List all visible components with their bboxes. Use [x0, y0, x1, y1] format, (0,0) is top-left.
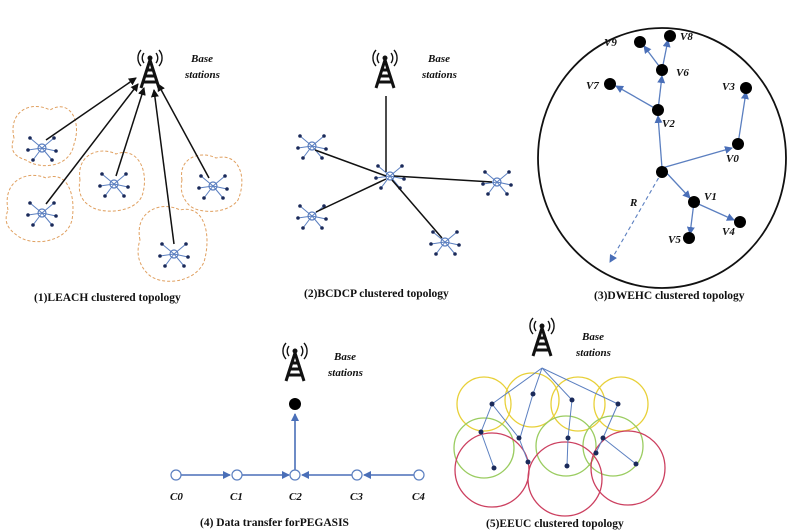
node-label-v0: V0 [726, 153, 739, 165]
node-label-c3: C3 [350, 491, 363, 503]
node-label-v9: V9 [604, 37, 617, 49]
dwehc-node-labels: V0 V1 V2 V3 V4 V5 V6 V7 V8 V9 [586, 31, 739, 246]
node-label-c1: C1 [230, 491, 243, 503]
pegasis-panel: Base stations C0 C1 C2 C3 C4 (4) Data tr… [170, 341, 425, 529]
base-station-icon [371, 48, 399, 90]
node-label-v3: V3 [722, 81, 735, 93]
eeuc-bs-label-1: Base [581, 331, 604, 343]
dwehc-range-circle [537, 27, 787, 289]
leach-cluster-heads [25, 135, 230, 269]
leach-caption: (1)LEACH clustered topology [34, 292, 181, 304]
pegasis-node-labels: C0 C1 C2 C3 C4 [170, 491, 425, 503]
bcdcp-links [314, 96, 493, 239]
eeuc-links [480, 367, 637, 469]
node-label-v4: V4 [722, 226, 735, 238]
base-station-icon [528, 316, 556, 358]
eeuc-bs-label-2: stations [575, 347, 611, 359]
eeuc-panel: Base stations [453, 316, 666, 530]
node-label-c0: C0 [170, 491, 183, 503]
pegasis-bs-label-1: Base [333, 351, 356, 363]
pegasis-caption: (4) Data transfer forPEGASIS [200, 517, 349, 529]
bcdcp-bs-label-1: Base [427, 53, 450, 65]
node-label-v8: V8 [680, 31, 693, 43]
dwehc-panel: R V0 V1 V2 V3 V4 V5 V6 V7 V8 V9 (3)DWE [537, 27, 787, 302]
base-station-icon [136, 48, 164, 90]
node-label-v6: V6 [676, 67, 689, 79]
dwehc-caption: (3)DWEHC clustered topology [594, 290, 745, 302]
bcdcp-panel: Base stations (2)BCDCP clustered topolog… [295, 48, 514, 300]
dwehc-radius-line [609, 171, 663, 263]
bcdcp-caption: (2)BCDCP clustered topology [304, 288, 449, 300]
node-label-c2: C2 [289, 491, 302, 503]
leach-arrows [45, 77, 210, 245]
dwehc-nodes [604, 30, 752, 244]
leach-bs-label-1: Base [190, 53, 213, 65]
bcdcp-bs-label-2: stations [421, 69, 457, 81]
node-label-v2: V2 [662, 118, 675, 130]
pegasis-sink-node [289, 398, 301, 410]
dwehc-radius-label: R [629, 197, 637, 209]
node-label-c4: C4 [412, 491, 425, 503]
pegasis-nodes [170, 469, 425, 481]
node-label-v1: V1 [704, 191, 717, 203]
leach-bs-label-2: stations [184, 69, 220, 81]
pegasis-bs-label-2: stations [327, 367, 363, 379]
node-label-v7: V7 [586, 80, 599, 92]
eeuc-caption: (5)EEUC clustered topology [486, 518, 624, 530]
leach-panel: Base stations (1)LEACH clustered topolog… [5, 48, 243, 304]
eeuc-nodes [478, 391, 639, 471]
node-label-v5: V5 [668, 234, 681, 246]
pegasis-chain [181, 413, 414, 479]
base-station-icon [281, 341, 309, 383]
leach-clusters [5, 106, 243, 282]
